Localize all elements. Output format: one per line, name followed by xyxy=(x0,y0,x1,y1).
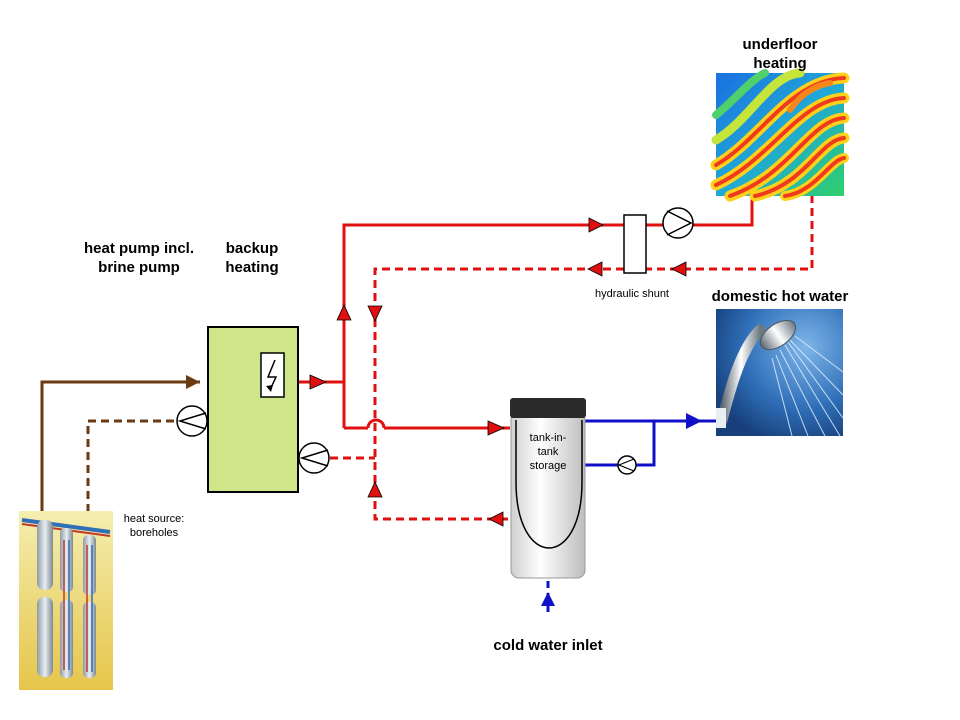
tank-storage-label: tank-in- xyxy=(530,432,567,444)
pump-icon xyxy=(617,455,637,475)
brine-flow-arrow xyxy=(186,375,200,389)
tank-in-tank-storage xyxy=(510,398,586,579)
borehole-icon xyxy=(19,511,113,690)
hot-water-arrow xyxy=(686,413,702,429)
return-arrow xyxy=(587,261,603,277)
flow-arrow xyxy=(487,420,505,436)
flow-arrow xyxy=(588,217,604,233)
brine-circuit xyxy=(40,375,200,512)
hydraulic-shunt-label: hydraulic shunt xyxy=(595,288,669,300)
tank-storage-label: storage xyxy=(530,460,567,472)
backup-heating-label: backup xyxy=(226,240,279,257)
pump-icon xyxy=(176,405,208,437)
shower-head-icon xyxy=(716,309,844,437)
return-arrow xyxy=(367,481,383,498)
underfloor-heating-label: heating xyxy=(753,55,806,72)
floor-heating-thermal-icon xyxy=(710,68,850,202)
hydraulic-shunt xyxy=(623,214,647,274)
electric-heater-icon xyxy=(260,352,285,398)
heat-pump-label: brine pump xyxy=(98,259,180,276)
domestic-water-circuit xyxy=(541,413,716,612)
heating-flow-circuit xyxy=(298,195,754,436)
backup-heating-unit xyxy=(207,326,299,493)
brine-flow-line xyxy=(40,380,200,512)
heat-pump-label: heat pump incl. xyxy=(84,240,194,257)
cold-water-arrow xyxy=(541,592,555,606)
brine-return-line xyxy=(86,419,176,512)
return-arrow xyxy=(367,305,383,322)
pump-icon xyxy=(298,442,330,474)
heat-source-label: boreholes xyxy=(130,527,179,539)
return-arrow xyxy=(488,511,504,527)
flow-arrow xyxy=(336,304,352,321)
cold-water-inlet-label: cold water inlet xyxy=(493,637,602,654)
tank-storage-label: tank xyxy=(538,446,559,458)
flow-arrow xyxy=(309,374,327,390)
domestic-hot-water-label: domestic hot water xyxy=(712,288,849,305)
backup-heating-label: heating xyxy=(225,259,278,276)
return-arrow xyxy=(671,261,687,277)
heat-source-label: heat source: xyxy=(124,513,185,525)
heating-return-circuit xyxy=(330,195,814,527)
pump-icon xyxy=(662,207,694,239)
underfloor-heating-label: underfloor xyxy=(743,36,818,53)
